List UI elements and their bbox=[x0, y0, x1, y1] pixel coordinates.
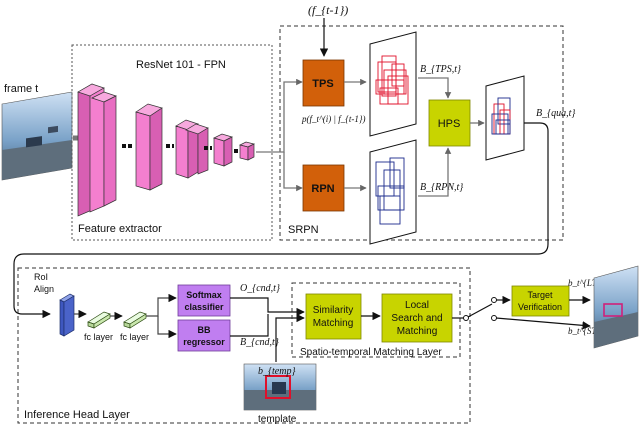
target-label-line2: Verification bbox=[518, 302, 562, 312]
inference-head-box bbox=[17, 267, 471, 424]
tps-box bbox=[302, 59, 345, 107]
target-label-line1: Target bbox=[527, 290, 553, 300]
backbone-label: ResNet 101 - FPN bbox=[136, 59, 226, 71]
matching-layer-box bbox=[291, 282, 461, 358]
similarity-label-line2: Matching bbox=[313, 318, 354, 329]
local-label-line2: Search and bbox=[391, 313, 442, 324]
inference-head-label: Inference Head Layer bbox=[24, 409, 130, 421]
o-cnd-label: O_{cnd,t} bbox=[240, 283, 280, 294]
roi-align-layer bbox=[59, 293, 75, 337]
switch-lower-contact bbox=[491, 315, 497, 321]
fc2-to-bbreg-arrow bbox=[157, 316, 177, 339]
local-search-matching-box bbox=[381, 293, 453, 343]
b-temp-label: b_{temp} bbox=[258, 366, 295, 377]
srpn-box bbox=[279, 25, 564, 241]
rpn-label: RPN bbox=[311, 183, 334, 195]
pyramid-connectors bbox=[122, 144, 238, 153]
b-st-out-label: b_t^{ST,out} bbox=[568, 326, 613, 336]
bbreg-to-similarity-line bbox=[230, 314, 269, 337]
rpn-to-hps-arrow bbox=[418, 147, 452, 197]
switch-to-output-lower-arrow bbox=[495, 317, 591, 330]
switch-arm-upper bbox=[467, 303, 493, 318]
fc-layer-2-label: fc layer bbox=[120, 332, 149, 342]
softmax-classifier-box bbox=[177, 284, 231, 317]
hps-output-plane bbox=[485, 75, 525, 161]
tps-proposals-plane bbox=[369, 31, 417, 137]
tps-to-hps-arrow bbox=[418, 77, 452, 99]
softmax-to-similarity-arrow bbox=[230, 297, 305, 317]
fc-layer-1 bbox=[87, 311, 111, 329]
backbone-to-rpn-arrow bbox=[283, 152, 303, 192]
tps-label: TPS bbox=[312, 78, 333, 90]
b-lt-out-label: b_t^{LT,out} bbox=[568, 278, 614, 288]
hps-box bbox=[428, 99, 471, 147]
bb-regressor-box bbox=[177, 319, 231, 352]
template-label: template bbox=[258, 414, 297, 425]
template-image bbox=[243, 363, 317, 411]
srpn-label: SRPN bbox=[288, 224, 319, 236]
prev-features-label: (f_{t-1}) bbox=[308, 3, 348, 17]
output-frame-image bbox=[593, 265, 639, 349]
switch-node bbox=[463, 315, 469, 321]
switch-upper-contact bbox=[491, 297, 497, 303]
bbreg-label-line2: regressor bbox=[183, 337, 225, 347]
rpn-box bbox=[302, 164, 345, 212]
frame-label: frame t bbox=[4, 83, 38, 95]
fc2-to-softmax-arrow bbox=[146, 293, 177, 317]
softmax-label-line2: classifier bbox=[184, 302, 224, 312]
b-qua-label: B_{qua,t} bbox=[536, 108, 575, 119]
bbreg-label-line1: BB bbox=[198, 325, 211, 335]
similarity-label-line1: Similarity bbox=[313, 305, 354, 316]
local-label-line1: Local bbox=[405, 300, 429, 311]
tps-probability-label: p(f_t^(i) | f_{t-1}) bbox=[301, 114, 365, 124]
feature-extractor-box bbox=[71, 44, 273, 241]
fc-layer-1-label: fc layer bbox=[84, 332, 113, 342]
local-label-line3: Matching bbox=[397, 326, 438, 337]
roi-align-label-line2: Align bbox=[34, 284, 54, 294]
b-cnd-label: B_{cnd,t} bbox=[240, 337, 279, 348]
softmax-label-line1: Softmax bbox=[186, 290, 222, 300]
feature-pyramid bbox=[77, 83, 256, 217]
backbone-to-tps-arrow bbox=[256, 78, 303, 153]
input-frame-image bbox=[1, 91, 73, 181]
fc-layer-2 bbox=[123, 311, 147, 329]
similarity-matching-box bbox=[305, 293, 362, 340]
hps-label: HPS bbox=[438, 118, 461, 130]
target-verification-box bbox=[511, 285, 570, 317]
roi-align-label-line1: RoI bbox=[34, 272, 48, 282]
b-tps-label: B_{TPS,t} bbox=[420, 64, 461, 75]
srpn-to-head-arrow bbox=[13, 122, 549, 319]
b-rpn-label: B_{RPN,t} bbox=[420, 182, 463, 193]
matching-layer-label: Spatio-temporal Matching Layer bbox=[300, 347, 442, 358]
rpn-proposals-plane bbox=[369, 139, 417, 245]
feature-extractor-label: Feature extractor bbox=[78, 223, 162, 235]
template-to-similarity-arrow bbox=[275, 313, 305, 362]
